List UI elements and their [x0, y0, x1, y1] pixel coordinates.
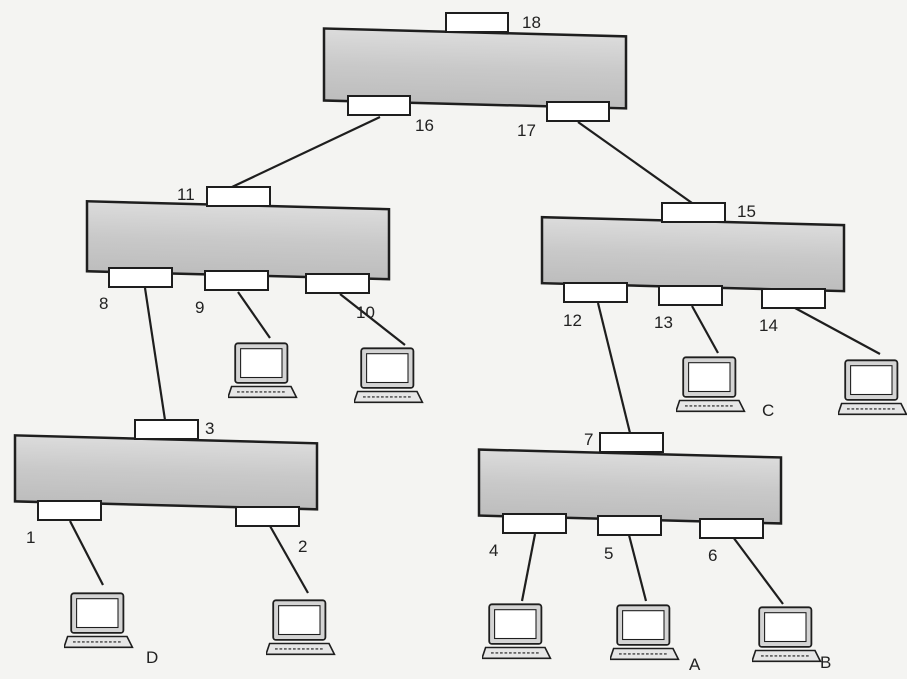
link-16-11 — [231, 116, 381, 188]
port-5 — [597, 515, 662, 536]
link-14-laptop — [794, 307, 881, 355]
link-13-C — [691, 305, 719, 354]
label-port-15: 15 — [737, 202, 756, 221]
port-8 — [108, 267, 173, 288]
label-port-16: 16 — [415, 116, 434, 135]
switch-left-bottom-body — [13, 434, 319, 511]
switch-right-middle-body — [540, 215, 846, 293]
label-port-5: 5 — [604, 544, 613, 563]
port-3 — [134, 419, 199, 440]
link-12-7 — [596, 302, 632, 434]
switch-left-bottom — [13, 419, 319, 527]
laptop-icon — [266, 599, 336, 656]
laptop-icon — [228, 342, 298, 399]
link-5-A — [627, 534, 648, 602]
laptop-icon — [354, 347, 424, 404]
label-port-8: 8 — [99, 294, 108, 313]
port-7 — [599, 432, 664, 453]
port-17 — [546, 101, 610, 122]
port-6 — [699, 518, 764, 539]
switch-right-bottom-body — [477, 448, 783, 525]
label-port-10: 10 — [356, 303, 375, 322]
port-4 — [502, 513, 567, 534]
label-host-D: D — [146, 648, 158, 667]
port-15 — [661, 202, 726, 223]
links — [69, 116, 881, 605]
port-16 — [347, 95, 411, 116]
laptop-icon — [752, 606, 822, 663]
label-host-C: C — [762, 401, 774, 420]
label-port-7: 7 — [584, 430, 593, 449]
link-8-3 — [143, 287, 167, 421]
label-port-3: 3 — [205, 419, 214, 438]
switch-left-middle — [85, 186, 391, 294]
switch-right-middle — [540, 202, 846, 309]
switch-top — [322, 12, 628, 122]
label-port-18: 18 — [522, 13, 541, 32]
label-port-12: 12 — [563, 311, 582, 330]
link-4-laptop — [520, 533, 537, 602]
port-9 — [204, 270, 269, 291]
label-port-14: 14 — [759, 316, 778, 335]
label-port-1: 1 — [26, 528, 35, 547]
port-10 — [305, 273, 370, 294]
port-14 — [761, 288, 826, 309]
link-17-15 — [577, 121, 693, 204]
label-port-9: 9 — [195, 298, 204, 317]
port-2 — [235, 506, 300, 527]
laptop-icon — [482, 603, 552, 660]
switch-right-bottom — [477, 432, 783, 539]
port-11 — [206, 186, 271, 207]
port-12 — [563, 282, 628, 303]
port-labels: 18 16 17 11 15 8 9 10 12 13 14 3 7 1 2 4… — [26, 13, 778, 565]
port-1 — [37, 500, 102, 521]
label-port-11: 11 — [177, 185, 195, 204]
laptop-icon — [676, 356, 746, 413]
label-port-13: 13 — [654, 313, 673, 332]
label-port-6: 6 — [708, 546, 717, 565]
label-host-A: A — [689, 655, 701, 674]
link-2-laptop — [269, 525, 309, 594]
label-port-2: 2 — [298, 537, 307, 556]
port-18 — [445, 12, 509, 33]
link-10-laptop — [339, 293, 406, 346]
label-host-B: B — [820, 653, 831, 672]
link-9-laptop — [237, 291, 271, 339]
link-6-B — [732, 536, 784, 605]
port-13 — [658, 285, 723, 306]
laptop-icon — [64, 592, 134, 649]
laptop-icon — [610, 604, 680, 661]
label-port-4: 4 — [489, 541, 498, 560]
laptop-icon — [838, 359, 907, 416]
label-port-17: 17 — [517, 121, 536, 140]
link-1-D — [69, 520, 104, 586]
host-labels: C D A B — [146, 401, 831, 674]
